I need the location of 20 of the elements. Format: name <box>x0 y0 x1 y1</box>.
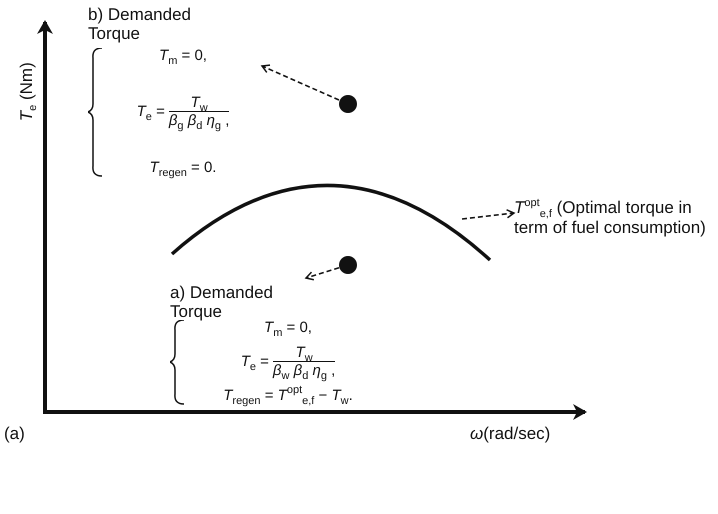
equation: T$_{e}$ = <box>240 354 269 370</box>
heading: b) Demanded Torque <box>88 6 192 44</box>
axis-label: ω(rad/sec) <box>470 424 550 444</box>
fraction-numerator: T$_{w}$ <box>190 94 208 111</box>
equation: T$_{e}$ = <box>136 104 165 120</box>
arrow <box>305 267 340 280</box>
equation: T$_{m}$ = 0, <box>159 48 207 64</box>
equation: T$_{m}$ = 0, <box>264 320 312 336</box>
arrow <box>462 209 515 220</box>
fraction-denominator: β$_{g}$ β$_{d}$ η$_{g}$ , <box>168 111 230 130</box>
fraction-denominator: β$_{w}$ β$_{d}$ η$_{g}$ , <box>272 361 336 380</box>
panel-label: (a) <box>4 424 25 444</box>
dot <box>339 95 357 113</box>
equation: T$_{regen}$ = 0. <box>150 160 216 176</box>
annotation-text: T$^{opt}$$_{e,f}$ (Optimal torque in term of fuel consumption) <box>514 198 707 238</box>
fraction-numerator: T$_{w}$ <box>296 344 313 361</box>
arrow <box>261 64 340 101</box>
heading: a) Demanded Torque <box>170 284 274 322</box>
dot <box>339 256 357 274</box>
equation: T$_{regen}$ = T$^{opt}$$_{e,f}$ − T$_{w}$. <box>223 388 353 404</box>
